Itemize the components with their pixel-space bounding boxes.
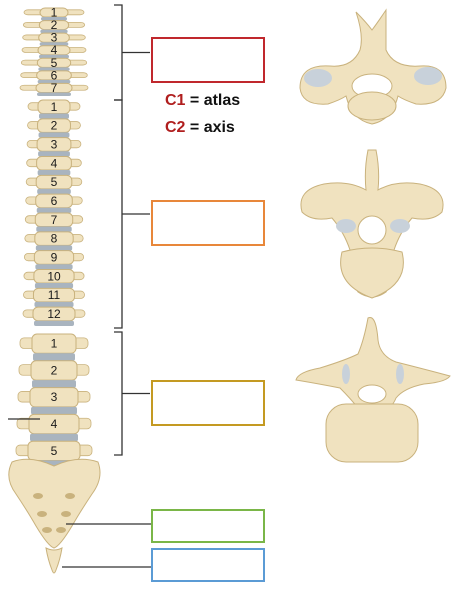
cervical-disc xyxy=(37,79,71,84)
lumbar-number-3: 3 xyxy=(51,390,58,404)
thoracic-disc xyxy=(35,245,73,251)
thoracic-disc xyxy=(39,113,69,119)
lumbar-number-2: 2 xyxy=(51,363,58,377)
thoracic-bracket xyxy=(114,99,150,329)
cervical-number-3: 3 xyxy=(51,31,58,45)
lumbar-disc xyxy=(31,406,77,415)
thoracic-number-7: 7 xyxy=(51,213,58,227)
cervical-disc xyxy=(41,17,67,21)
cervical-body xyxy=(347,91,397,121)
sacrum-label-box[interactable] xyxy=(151,509,265,543)
thoracic-disc xyxy=(35,264,73,270)
cervical-facet-left xyxy=(304,69,332,87)
thoracic-disc xyxy=(36,207,72,213)
lumbar-vertebra-4 xyxy=(28,413,80,435)
coccyx-label-box[interactable] xyxy=(151,548,265,582)
c2-text: = axis xyxy=(185,119,235,136)
lumbar-body xyxy=(325,403,419,463)
c2-code: C2 xyxy=(165,119,186,136)
sacrum-bone xyxy=(8,458,101,549)
cervical-disc xyxy=(40,29,68,34)
atlas-label: C1 = atlas xyxy=(165,92,240,110)
cervical-disc xyxy=(38,67,70,71)
lumbar-label-box[interactable] xyxy=(151,380,265,426)
thoracic-number-5: 5 xyxy=(51,175,58,189)
thoracic-label-box[interactable] xyxy=(151,200,265,246)
cervical-number-1: 1 xyxy=(51,6,58,20)
thoracic-facet-left xyxy=(336,219,356,233)
thoracic-disc xyxy=(34,320,74,326)
c1-text: = atlas xyxy=(185,92,241,109)
thoracic-body xyxy=(340,247,404,299)
cervical-number-5: 5 xyxy=(51,56,58,70)
thoracic-number-12: 12 xyxy=(47,307,61,321)
lumbar-bracket xyxy=(114,331,150,456)
sacral-foramen xyxy=(61,511,71,517)
cervical-facet-right xyxy=(414,67,442,85)
thoracic-number-8: 8 xyxy=(51,232,58,246)
lumbar-disc xyxy=(30,433,78,442)
leader-lines xyxy=(8,418,151,568)
thoracic-number-9: 9 xyxy=(51,250,58,264)
lumbar-facet-left xyxy=(342,364,350,384)
cervical-number-7: 7 xyxy=(51,81,58,95)
thoracic-disc xyxy=(37,188,71,195)
sacral-foramen xyxy=(33,493,43,499)
lumbar-disc xyxy=(33,353,75,361)
sacral-foramen xyxy=(37,511,47,517)
thoracic-facet-right xyxy=(390,219,410,233)
lumbar-facet-right xyxy=(396,364,404,384)
lumbar-vertebra-2 xyxy=(30,360,78,381)
cervical-number-4: 4 xyxy=(51,43,58,57)
thoracic-number-11: 11 xyxy=(48,288,61,302)
thoracic-number-10: 10 xyxy=(47,269,61,283)
cervical-bracket xyxy=(114,4,150,101)
region-brackets xyxy=(114,4,150,456)
thoracic-disc xyxy=(36,226,72,232)
cervical-vertebra-2 xyxy=(38,20,70,31)
sacral-foramen xyxy=(65,493,75,499)
thoracic-number-1: 1 xyxy=(51,100,58,114)
c1-code: C1 xyxy=(165,92,186,109)
thoracic-disc xyxy=(38,132,70,138)
cervical-number-2: 2 xyxy=(51,18,58,32)
thoracic-number-3: 3 xyxy=(51,137,58,151)
axis-label: C2 = axis xyxy=(165,119,235,137)
sacral-foramen xyxy=(42,527,52,533)
thoracic-canal xyxy=(357,215,387,245)
lumbar-number-1: 1 xyxy=(51,337,58,351)
cervical-disc xyxy=(39,54,69,59)
lumbar-number-5: 5 xyxy=(51,444,58,458)
lumbar-disc xyxy=(32,380,76,388)
lumbar-number-4: 4 xyxy=(51,417,58,431)
thoracic-disc xyxy=(34,283,74,289)
sacral-foramen xyxy=(56,527,66,533)
thoracic-disc xyxy=(38,151,70,157)
thoracic-number-2: 2 xyxy=(51,119,58,133)
cervical-number-6: 6 xyxy=(51,68,58,82)
thoracic-disc xyxy=(37,170,71,176)
thoracic-disc xyxy=(34,301,74,308)
cervical-label-box[interactable] xyxy=(151,37,265,83)
thoracic-number-6: 6 xyxy=(51,194,58,208)
lumbar-canal xyxy=(357,384,387,404)
sacrum xyxy=(8,458,101,574)
coccyx-bone xyxy=(45,547,63,574)
cervical-disc xyxy=(39,42,69,46)
vertebra-views xyxy=(295,8,451,463)
cervical-disc xyxy=(37,92,71,96)
thoracic-number-4: 4 xyxy=(51,156,58,170)
